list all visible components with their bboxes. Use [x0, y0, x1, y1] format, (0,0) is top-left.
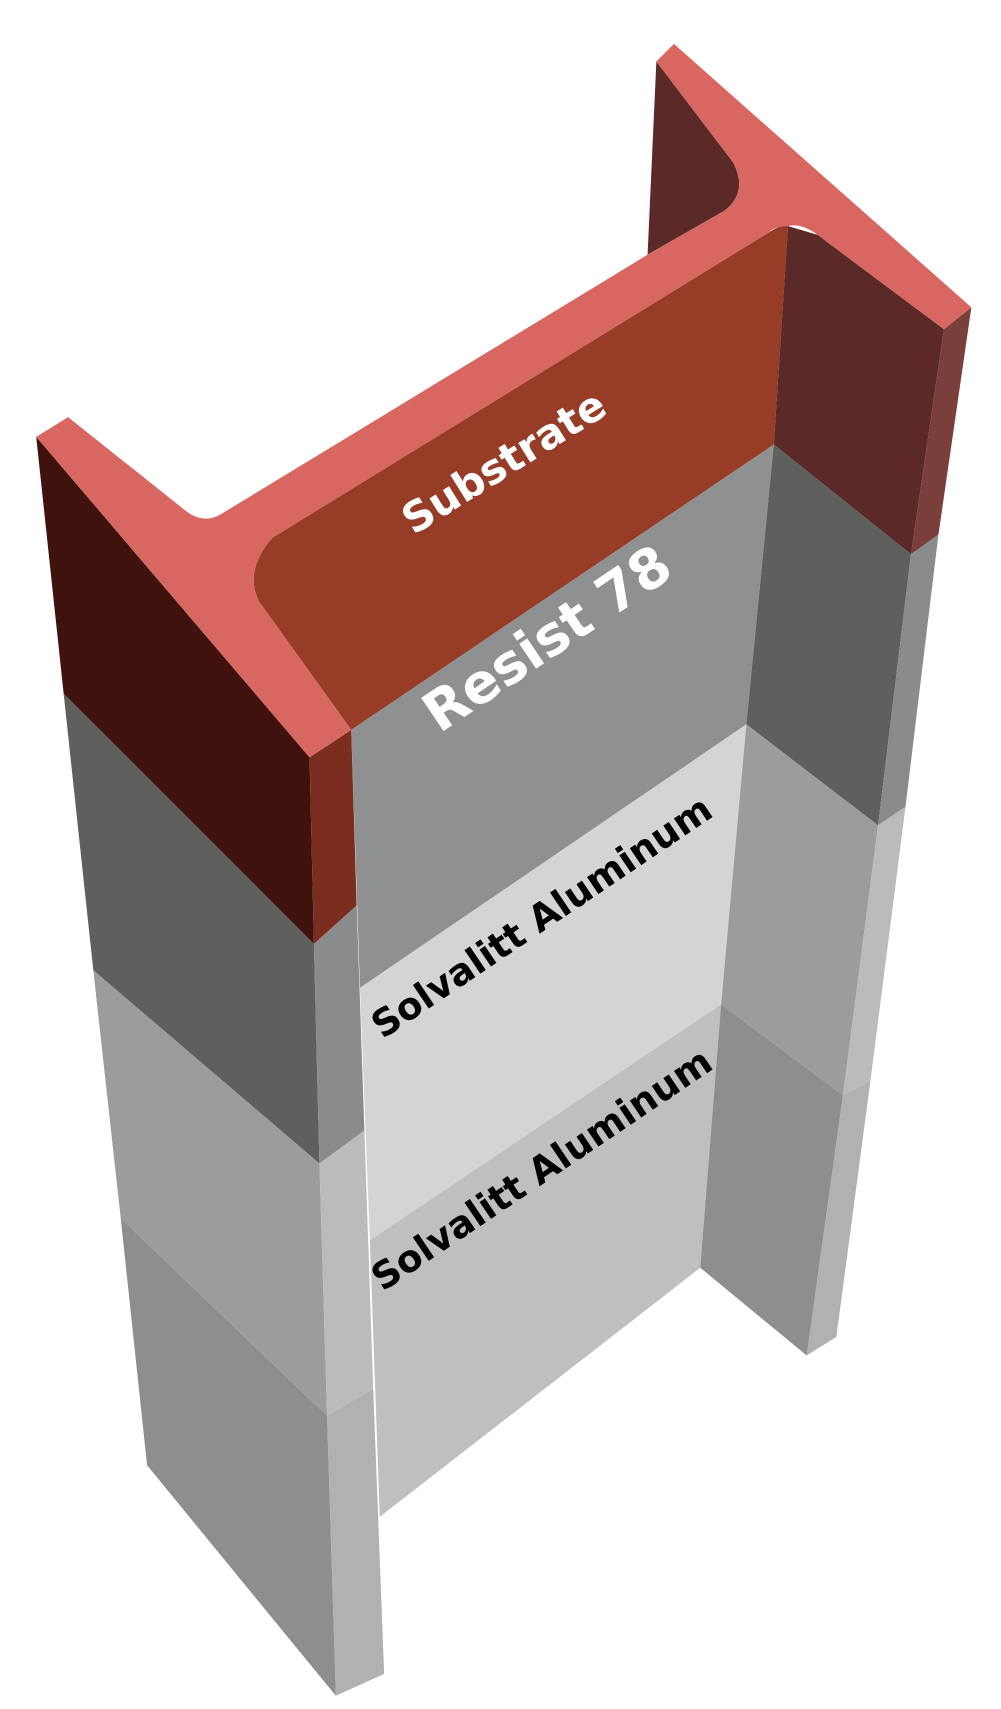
aluminum1-left-flange-edge [319, 1130, 374, 1416]
right-flange [647, 61, 972, 1356]
aluminum1-front-face [360, 724, 747, 1241]
aluminum2-left-side-face [120, 1218, 336, 1696]
resist-right-side-face [746, 444, 911, 826]
substrate-left-side-face [36, 436, 314, 944]
aluminum1-left-side-face [93, 970, 328, 1416]
resist-front-face [351, 444, 774, 988]
substrate-right-side-face [773, 226, 944, 555]
resist-right-edge [878, 534, 939, 826]
aluminum1-right-edge [842, 806, 906, 1096]
aluminum2-right-side-face [700, 1004, 843, 1356]
aluminum1-right-side-face [721, 724, 879, 1096]
substrate-right-edge [910, 307, 972, 555]
substrate-top-face [36, 43, 972, 758]
resist-left-flange-edge [313, 905, 365, 1164]
substrate-front-face [253, 225, 789, 730]
aluminum2-left-flange-edge [327, 1388, 385, 1696]
resist-left-side-face [63, 693, 320, 1164]
substrate-back-flange-face [647, 61, 740, 255]
left-flange [36, 436, 385, 1696]
web-front [253, 225, 789, 1517]
aluminum2-right-edge [806, 1081, 871, 1356]
aluminum2-front-face [369, 1004, 722, 1517]
substrate-left-flange-edge [309, 729, 357, 944]
